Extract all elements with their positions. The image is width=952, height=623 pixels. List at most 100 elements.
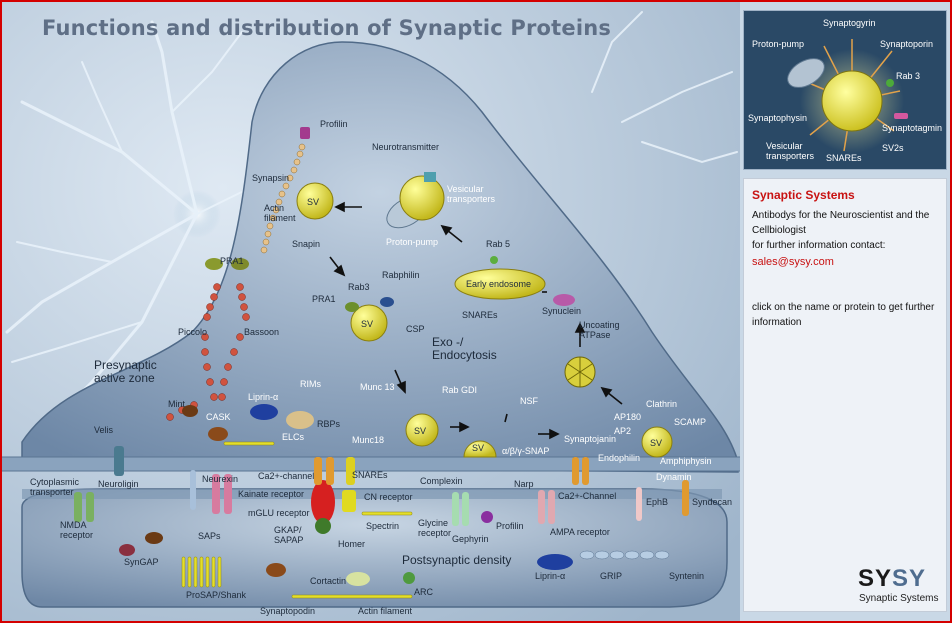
label-arc[interactable]: ARC xyxy=(414,587,434,597)
label-amphiphysin[interactable]: Amphiphysin xyxy=(660,456,712,466)
label-rbps[interactable]: RBPs xyxy=(317,419,341,429)
inset-label-synaptophysin[interactable]: Synaptophysin xyxy=(748,113,807,123)
transporter-vesicle[interactable] xyxy=(381,172,445,234)
early-endosome[interactable] xyxy=(454,268,546,300)
label-proton-pump[interactable]: Proton-pump xyxy=(386,237,438,247)
label-syntenin[interactable]: Syntenin xyxy=(669,571,704,581)
label-abg-snap[interactable]: α/β/γ-SNAP xyxy=(502,446,549,456)
label-dynamin[interactable]: Dynamin xyxy=(656,472,692,482)
label-cn-receptor[interactable]: CN receptor xyxy=(364,492,413,502)
label-munc13[interactable]: Munc 13 xyxy=(360,382,395,392)
inset-synaptotagmin-shape[interactable] xyxy=(894,113,908,119)
inset-label-rab3[interactable]: Rab 3 xyxy=(896,71,920,81)
label-ampa-receptor[interactable]: AMPA receptor xyxy=(550,527,610,537)
label-snapin[interactable]: Snapin xyxy=(292,239,320,249)
label-csp[interactable]: CSP xyxy=(406,324,425,334)
sv-vesicle-3[interactable] xyxy=(405,413,439,447)
label-rab-gdi[interactable]: Rab GDI xyxy=(442,385,477,395)
sv-vesicle-5[interactable] xyxy=(641,426,673,458)
label-rabphilin[interactable]: Rabphilin xyxy=(382,270,420,280)
label-nsf[interactable]: NSF xyxy=(520,396,539,406)
label-ap2[interactable]: AP2 xyxy=(614,426,631,436)
profilin-protein[interactable] xyxy=(300,127,310,139)
label-pra1-mid[interactable]: PRA1 xyxy=(312,294,336,304)
inset-label-synaptotagmin[interactable]: Synaptotagmin xyxy=(882,123,942,133)
label-piccolo[interactable]: Piccolo xyxy=(178,327,207,337)
label-ca-channel-left[interactable]: Ca2+-channel xyxy=(258,471,314,481)
label-spectrin[interactable]: Spectrin xyxy=(366,521,399,531)
label-sv-4[interactable]: SV xyxy=(472,443,484,453)
label-mglu-receptor[interactable]: mGLU receptor xyxy=(248,508,310,518)
label-pra1-left[interactable]: PRA1 xyxy=(220,256,244,266)
label-neurexin[interactable]: Neurexin xyxy=(202,474,238,484)
inset-label-snares[interactable]: SNAREs xyxy=(826,153,862,163)
clathrin-coated-vesicle[interactable] xyxy=(564,356,596,388)
sysy-logo[interactable]: SYSY xyxy=(858,565,926,593)
inset-label-synaptoporin[interactable]: Synaptoporin xyxy=(880,39,933,49)
email-link[interactable]: sales@sysy.com xyxy=(752,256,834,268)
sv-vesicle-4[interactable] xyxy=(463,440,497,458)
inset-vesicle[interactable] xyxy=(821,70,883,132)
label-snares-endosome[interactable]: SNAREs xyxy=(462,310,498,320)
label-saps[interactable]: SAPs xyxy=(198,531,221,541)
label-ca-channel-right[interactable]: Ca2+-Channel xyxy=(558,491,616,501)
label-exo-endocytosis[interactable]: Exo -/Endocytosis xyxy=(432,335,497,362)
label-liprin-top[interactable]: Liprin-α xyxy=(248,392,278,402)
label-neuroligin[interactable]: Neuroligin xyxy=(98,479,139,489)
label-elcs[interactable]: ELCs xyxy=(282,432,305,442)
label-neurotransmitter[interactable]: Neurotransmitter xyxy=(372,142,439,152)
label-sv-1[interactable]: SV xyxy=(307,197,319,207)
label-rims[interactable]: RIMs xyxy=(300,379,321,389)
rab5-protein[interactable] xyxy=(490,256,498,264)
label-synapsin[interactable]: Synapsin xyxy=(252,173,289,183)
label-homer[interactable]: Homer xyxy=(338,539,365,549)
inset-label-sv2s[interactable]: SV2s xyxy=(882,143,904,153)
label-sv-3[interactable]: SV xyxy=(414,426,426,436)
company-name[interactable]: Synaptic Systems xyxy=(752,188,855,202)
label-sv-5[interactable]: SV xyxy=(650,438,662,448)
sv-vesicle-2[interactable] xyxy=(350,304,388,342)
label-early-endosome[interactable]: Early endosome xyxy=(466,279,531,289)
label-munc18[interactable]: Munc18 xyxy=(352,435,384,445)
label-endophilin[interactable]: Endophilin xyxy=(598,453,640,463)
label-grip[interactable]: GRIP xyxy=(600,571,622,581)
label-cortactin[interactable]: Cortactin xyxy=(310,576,346,586)
label-gkap-sapap[interactable]: GKAP/SAPAP xyxy=(274,525,303,545)
inset-proton-pump-shape[interactable] xyxy=(783,53,830,94)
inset-rab3-shape[interactable] xyxy=(886,79,894,87)
label-prosap-shank[interactable]: ProSAP/Shank xyxy=(186,590,247,600)
label-syndecan[interactable]: Syndecan xyxy=(692,497,732,507)
label-synaptopodin[interactable]: Synaptopodin xyxy=(260,606,315,616)
label-sv-2[interactable]: SV xyxy=(361,319,373,329)
label-complexin[interactable]: Complexin xyxy=(420,476,463,486)
label-syngap[interactable]: SynGAP xyxy=(124,557,159,567)
label-rab3[interactable]: Rab3 xyxy=(348,282,370,292)
label-profilin-bottom[interactable]: Profilin xyxy=(496,521,524,531)
label-profilin-top[interactable]: Profilin xyxy=(320,119,348,129)
inset-label-synaptogyrin[interactable]: Synaptogyrin xyxy=(823,18,876,28)
label-ap180[interactable]: AP180 xyxy=(614,412,641,422)
label-clathrin[interactable]: Clathrin xyxy=(646,399,677,409)
label-liprin-bottom[interactable]: Liprin-α xyxy=(535,571,565,581)
inset-label-proton-pump[interactable]: Proton-pump xyxy=(752,39,804,49)
label-rab5[interactable]: Rab 5 xyxy=(486,239,510,249)
label-bassoon[interactable]: Bassoon xyxy=(244,327,279,337)
label-synuclein[interactable]: Synuclein xyxy=(542,306,581,316)
sv-vesicle-1[interactable] xyxy=(296,182,334,220)
label-ep1b[interactable]: EphB xyxy=(646,497,668,507)
label-gephyrin[interactable]: Gephyrin xyxy=(452,534,489,544)
label-scamp[interactable]: SCAMP xyxy=(674,417,706,427)
label-cask[interactable]: CASK xyxy=(206,412,231,422)
label-velis[interactable]: Velis xyxy=(94,425,114,435)
label-snares-bottom[interactable]: SNAREs xyxy=(352,470,388,480)
label-narp[interactable]: Narp xyxy=(514,479,534,489)
label-synaptojanin[interactable]: Synaptojanin xyxy=(564,434,616,444)
label-mint[interactable]: Mint xyxy=(168,399,186,409)
